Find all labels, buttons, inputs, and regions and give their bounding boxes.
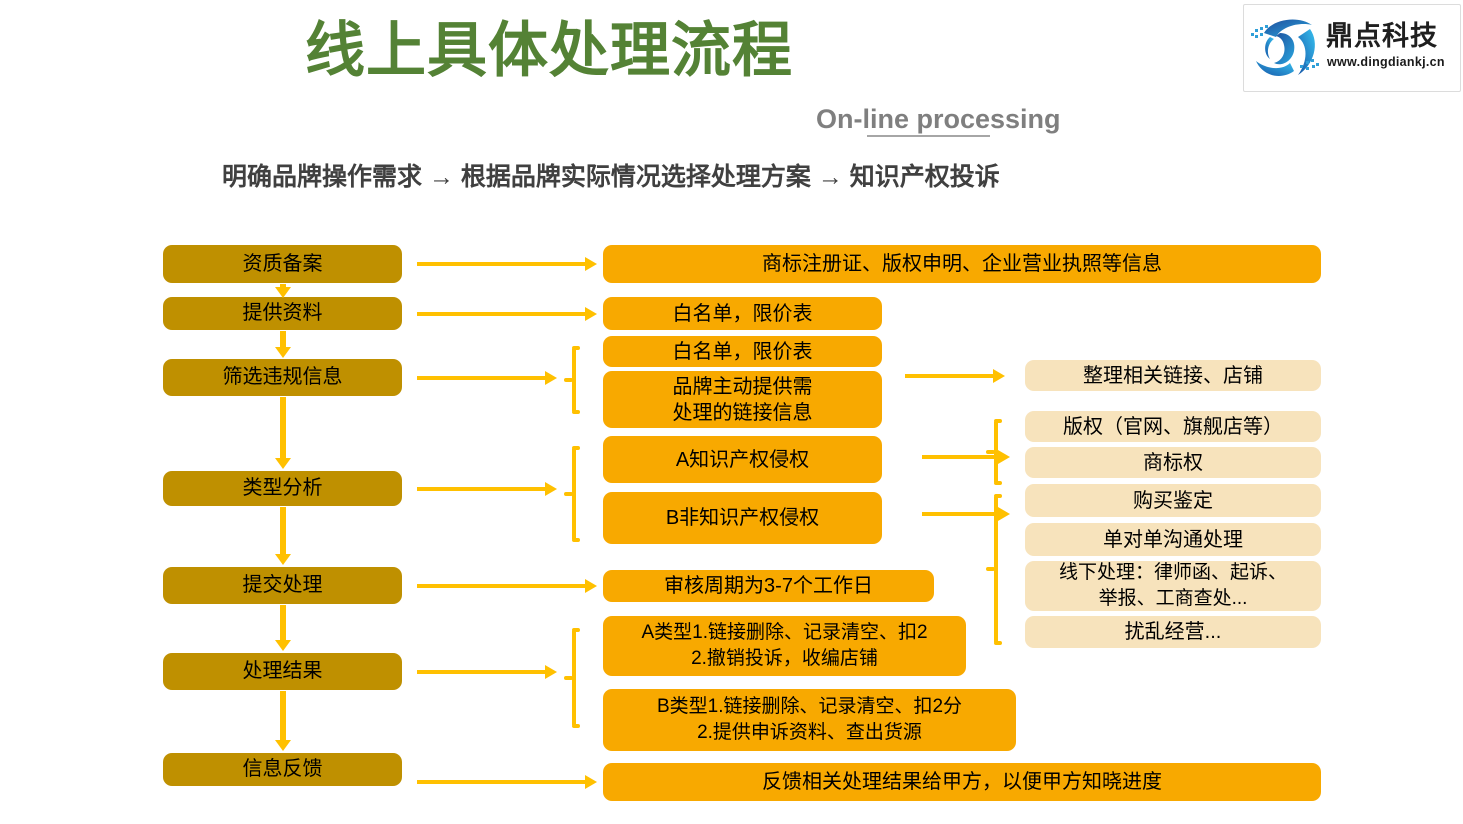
logo-company-name: 鼎点科技	[1326, 21, 1438, 51]
mid-box-whitelist-pricelist-1[interactable]: 白名单，限价表	[603, 297, 882, 330]
arrow-right-processing-result	[417, 665, 557, 679]
process-summary-line: 明确品牌操作需求 → 根据品牌实际情况选择处理方案 → 知识产权投诉	[222, 163, 1000, 191]
arrow-down-stage-4-5	[275, 507, 291, 566]
logo-website-url: www.dingdiankj.cn	[1327, 55, 1445, 69]
arrow-right-screen-violations	[417, 371, 557, 385]
arrow-down-stage-5-6	[275, 605, 291, 652]
right-box-disrupt-business[interactable]: 扰乱经营...	[1025, 616, 1321, 648]
arrow-right-to-ip-rights	[922, 450, 1010, 464]
right-box-one-to-one-communication[interactable]: 单对单沟通处理	[1025, 523, 1321, 556]
arrow-right-type-analysis	[417, 482, 557, 496]
right-box-trademark-right[interactable]: 商标权	[1025, 447, 1321, 478]
arrow-right-information-feedback	[417, 775, 597, 789]
brace-type-analysis-group	[563, 444, 580, 544]
stage-box-submit-processing[interactable]: 提交处理	[163, 567, 402, 604]
right-box-offline-handling[interactable]: 线下处理：律师函、起诉、 举报、工商查处...	[1025, 561, 1321, 611]
arrow-down-stage-2-3	[275, 331, 291, 358]
arrow-down-stage-1-2	[275, 284, 291, 298]
subtitle-underline	[867, 135, 990, 137]
arrow-right-to-non-ip-actions	[922, 507, 1010, 521]
page-subtitle: On-line processing	[816, 104, 1061, 134]
mid-box-brand-provided-links[interactable]: 品牌主动提供需 处理的链接信息	[603, 371, 882, 428]
right-box-purchase-appraisal[interactable]: 购买鉴定	[1025, 484, 1321, 517]
stage-box-type-analysis[interactable]: 类型分析	[163, 471, 402, 506]
arrow-down-stage-3-4	[275, 397, 291, 470]
mid-box-result-type-a[interactable]: A类型1.链接删除、记录清空、扣2 2.撤销投诉，收编店铺	[603, 616, 966, 676]
company-logo: 鼎点科技 www.dingdiankj.cn	[1243, 4, 1461, 92]
arrow-right-qualification	[417, 257, 597, 271]
page-title: 线上具体处理流程	[305, 17, 793, 84]
stage-box-information-feedback[interactable]: 信息反馈	[163, 753, 402, 786]
stage-box-provide-materials[interactable]: 提供资料	[163, 297, 402, 330]
stage-box-screen-violations[interactable]: 筛选违规信息	[163, 359, 402, 396]
arrow-down-stage-6-7	[275, 691, 291, 752]
dingdian-swoosh-icon	[1251, 19, 1319, 76]
arrow-right-submit-processing	[417, 579, 597, 593]
brace-processing-result-group	[563, 626, 580, 730]
brace-screen-violations-group	[563, 344, 580, 416]
brace-ip-rights-group	[985, 417, 1002, 487]
mid-box-feedback-to-client[interactable]: 反馈相关处理结果给甲方，以便甲方知晓进度	[603, 763, 1321, 801]
stage-box-processing-result[interactable]: 处理结果	[163, 653, 402, 690]
mid-box-type-b-non-ip-infringement[interactable]: B非知识产权侵权	[603, 492, 882, 544]
mid-box-result-type-b[interactable]: B类型1.链接删除、记录清空、扣2分 2.提供申诉资料、查出货源	[603, 689, 1016, 751]
stage-box-qualification-filing[interactable]: 资质备案	[163, 245, 402, 283]
brace-non-ip-actions-group	[985, 492, 1002, 647]
arrow-right-provide-materials	[417, 307, 597, 321]
right-box-organize-links-shops[interactable]: 整理相关链接、店铺	[1025, 360, 1321, 391]
mid-box-review-period[interactable]: 审核周期为3-7个工作日	[603, 570, 934, 602]
right-box-copyright[interactable]: 版权（官网、旗舰店等）	[1025, 411, 1321, 442]
mid-box-whitelist-pricelist-2[interactable]: 白名单，限价表	[603, 336, 882, 367]
mid-box-type-a-ip-infringement[interactable]: A知识产权侵权	[603, 436, 882, 483]
mid-box-trademark-docs[interactable]: 商标注册证、版权申明、企业营业执照等信息	[603, 245, 1321, 283]
arrow-right-to-organize-links	[905, 369, 1005, 383]
